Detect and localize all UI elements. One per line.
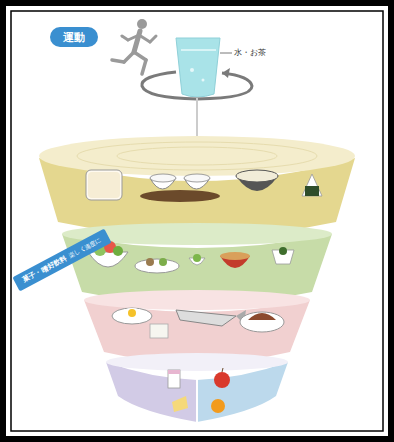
disk-ring [117, 147, 277, 165]
spin-ring [142, 72, 252, 99]
inner-frame [11, 11, 383, 431]
top-disk [39, 136, 355, 176]
divider [196, 372, 198, 422]
runner-figure [112, 19, 156, 74]
main-dish-top [84, 290, 310, 310]
milk-band [106, 362, 197, 422]
milk-fruit-foods [168, 368, 230, 413]
exercise-pill: 運動 [50, 27, 98, 47]
spin-arrowhead [222, 68, 230, 78]
water-label: 水・お茶 [234, 47, 266, 58]
bubble [190, 68, 194, 72]
fruit-band [197, 362, 288, 422]
node-title: 運動 [63, 30, 85, 45]
bottom-top [106, 353, 288, 371]
disk-ring [77, 142, 317, 170]
water-surface [181, 49, 216, 51]
vegetable-foods [88, 241, 294, 273]
water-glass [176, 38, 220, 97]
grain-foods [86, 170, 322, 202]
leader-line [220, 53, 232, 54]
main-dish-foods [112, 308, 284, 338]
outer-frame [3, 3, 391, 439]
top-axis [196, 98, 198, 142]
bubble [202, 79, 205, 82]
